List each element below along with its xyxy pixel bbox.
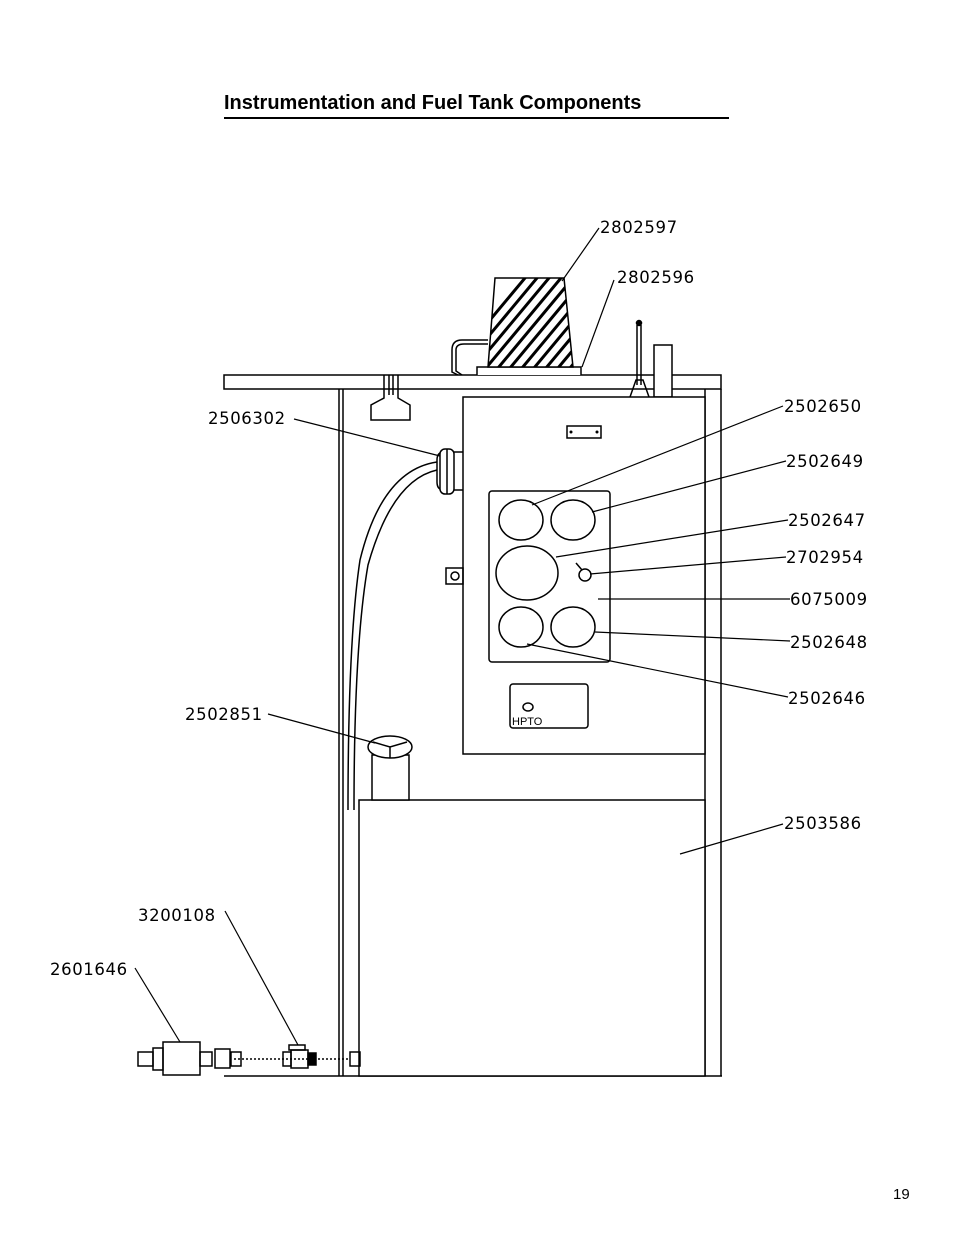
label-handle: 2506302 [208, 409, 286, 428]
label-gauge-large: 2502647 [788, 511, 866, 530]
frame [223, 374, 722, 1077]
label-panel: 6075009 [790, 590, 868, 609]
pod-latch-dots [569, 430, 599, 434]
gauge-bottom-right [550, 606, 596, 648]
label-gauge-bottom-right: 2502648 [790, 633, 868, 652]
leader-lines [134, 227, 791, 1046]
label-gauge-top-left: 2502650 [784, 397, 862, 416]
gauge-bottom-left [498, 606, 544, 648]
page-number: 19 [893, 1186, 910, 1203]
gauge-top-right [550, 499, 596, 541]
gauge-top-left [498, 499, 544, 541]
label-key-switch: 2702954 [786, 548, 864, 567]
panel-label: HPTO [512, 716, 543, 728]
page-title: Instrumentation and Fuel Tank Components [224, 92, 729, 119]
label-shutoff-valve: 3200108 [138, 906, 216, 925]
fuel-tank [349, 735, 706, 1077]
handle-hose [347, 448, 463, 811]
label-gauge-bottom-left: 2502646 [788, 689, 866, 708]
cover-assembly [451, 277, 582, 376]
label-fuel-cap: 2502851 [185, 705, 263, 724]
label-cover-base: 2802596 [617, 268, 695, 287]
fuel-line [137, 1041, 350, 1076]
label-gauge-top-right: 2502649 [786, 452, 864, 471]
antenna [629, 319, 673, 398]
label-cover-upper: 2802597 [600, 218, 678, 237]
gauge-large [495, 545, 559, 601]
key-switch [578, 568, 592, 582]
label-fuel-tank: 2503586 [784, 814, 862, 833]
gauges [495, 499, 596, 648]
label-fuel-filter: 2601646 [50, 960, 128, 979]
instrument-pod [445, 396, 706, 755]
